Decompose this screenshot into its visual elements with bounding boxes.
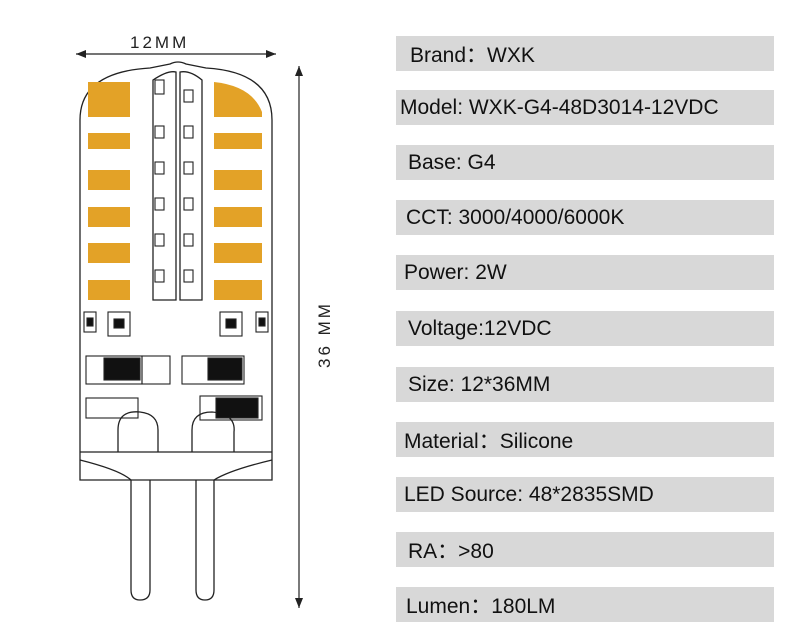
spec-text: Voltage:12VDC [408, 316, 552, 340]
width-label: 12MM [130, 33, 189, 52]
spec-row-model: Model: WXK-G4-48D3014-12VDC [396, 90, 774, 125]
spec-row-material: Material：Silicone [396, 422, 774, 457]
width-dimension: 12MM [76, 33, 276, 58]
spec-row-size: Size: 12*36MM [396, 367, 774, 402]
spec-text: CCT: 3000/4000/6000K [406, 205, 625, 229]
spec-row-cct: CCT: 3000/4000/6000K [396, 200, 774, 235]
spec-text: Base: G4 [408, 150, 496, 174]
spec-row-brand: Brand：WXK [396, 36, 774, 71]
center-chips [154, 79, 194, 283]
spec-text: RA：>80 [408, 539, 494, 563]
spec-text: Size: 12*36MM [408, 372, 551, 396]
spec-text: LED Source: 48*2835SMD [404, 482, 654, 506]
height-label: 36 MM [315, 301, 334, 368]
bulb-drawing: 12MM 36 MM [76, 33, 334, 608]
spec-text: Brand：WXK [410, 43, 535, 67]
led-strips [88, 82, 262, 300]
spec-row-ra: RA：>80 [396, 532, 774, 567]
spec-list: Brand：WXK Model: WXK-G4-48D3014-12VDC Ba… [396, 0, 776, 641]
spec-row-voltage: Voltage:12VDC [396, 311, 774, 346]
spec-row-power: Power: 2W [396, 255, 774, 290]
spec-row-led-source: LED Source: 48*2835SMD [396, 477, 774, 512]
spec-row-lumen: Lumen：180LM [396, 587, 774, 622]
spec-text: Model: WXK-G4-48D3014-12VDC [400, 95, 719, 119]
spec-text: Lumen：180LM [406, 594, 556, 618]
height-dimension: 36 MM [295, 66, 334, 608]
circuit-components [83, 311, 269, 421]
spec-text: Power: 2W [404, 260, 507, 284]
spec-text: Material：Silicone [404, 429, 574, 453]
spec-row-base: Base: G4 [396, 145, 774, 180]
